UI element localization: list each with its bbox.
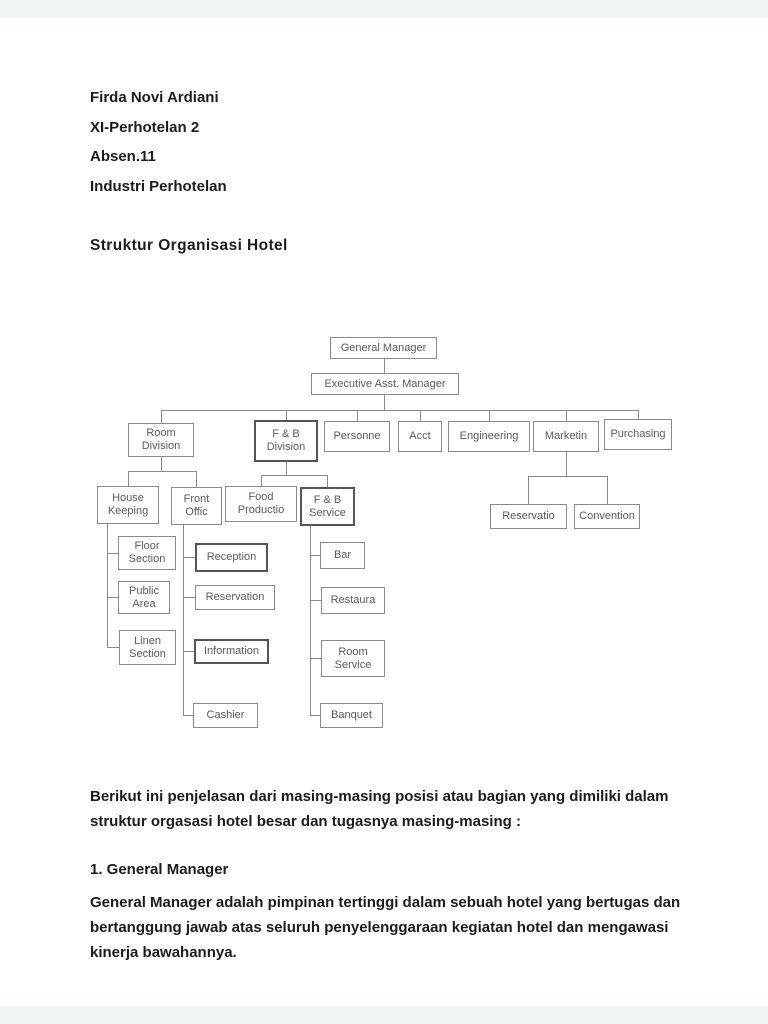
org-node-reservation: Reservation bbox=[195, 585, 275, 610]
org-node-marketin: Marketin bbox=[533, 421, 599, 452]
org-node-purchasing: Purchasing bbox=[604, 419, 672, 450]
org-connector bbox=[261, 475, 262, 486]
org-connector bbox=[310, 555, 320, 556]
org-connector bbox=[261, 475, 328, 476]
org-connector bbox=[286, 462, 287, 475]
org-node-reservatio: Reservatio bbox=[490, 504, 567, 529]
org-node-engineering: Engineering bbox=[448, 421, 530, 452]
org-node-banquet: Banquet bbox=[320, 703, 383, 728]
viewer-bottom-band bbox=[0, 1006, 768, 1024]
org-connector bbox=[107, 647, 119, 648]
org-node-acct: Acct bbox=[398, 421, 442, 452]
org-connector bbox=[384, 359, 385, 373]
org-node-general-manager: General Manager bbox=[330, 337, 437, 359]
item1-heading: 1. General Manager bbox=[90, 861, 229, 878]
org-node-information: Information bbox=[194, 639, 269, 664]
org-connector bbox=[107, 597, 118, 598]
org-connector bbox=[566, 410, 567, 421]
viewer-top-band bbox=[0, 0, 768, 18]
intro-paragraph: Berikut ini penjelasan dari masing-masin… bbox=[90, 788, 669, 830]
item1-paragraph: General Manager adalah pimpinan tertingg… bbox=[90, 894, 681, 961]
org-node-restaura: Restaura bbox=[321, 587, 385, 614]
org-connector bbox=[638, 410, 639, 419]
org-node-personne: Personne bbox=[324, 421, 390, 452]
org-node-exec-asst-manager: Executive Asst. Manager bbox=[311, 373, 459, 395]
org-connector bbox=[128, 471, 197, 472]
org-connector bbox=[107, 553, 118, 554]
org-connector bbox=[183, 651, 194, 652]
org-connector bbox=[566, 452, 567, 476]
org-connector bbox=[161, 410, 639, 411]
org-connector bbox=[420, 410, 421, 421]
org-connector bbox=[183, 597, 195, 598]
org-node-reception: Reception bbox=[195, 543, 268, 572]
org-connector bbox=[310, 526, 311, 716]
org-connector bbox=[183, 525, 184, 716]
author-name: Firda Novi Ardiani bbox=[90, 89, 219, 106]
org-connector bbox=[384, 395, 385, 410]
org-connector bbox=[528, 476, 608, 477]
class-line: XI-Perhotelan 2 bbox=[90, 119, 200, 136]
org-connector bbox=[528, 476, 529, 504]
org-connector bbox=[310, 715, 320, 716]
org-connector bbox=[161, 457, 162, 471]
org-connector bbox=[107, 524, 108, 648]
org-connector bbox=[128, 471, 129, 486]
org-node-convention: Convention bbox=[574, 504, 640, 529]
org-connector bbox=[161, 410, 162, 423]
org-connector bbox=[489, 410, 490, 421]
org-connector bbox=[196, 471, 197, 487]
org-connector bbox=[357, 410, 358, 421]
org-connector bbox=[327, 475, 328, 487]
absen-line: Absen.11 bbox=[90, 148, 156, 165]
org-connector bbox=[310, 600, 321, 601]
section-title: Struktur Organisasi Hotel bbox=[90, 237, 288, 254]
org-connector bbox=[183, 557, 195, 558]
subject-line: Industri Perhotelan bbox=[90, 178, 227, 195]
org-node-cashier: Cashier bbox=[193, 703, 258, 728]
org-connector bbox=[310, 658, 321, 659]
org-connector bbox=[286, 410, 287, 420]
org-connector bbox=[183, 715, 193, 716]
org-node-bar: Bar bbox=[320, 542, 365, 569]
org-connector bbox=[607, 476, 608, 504]
